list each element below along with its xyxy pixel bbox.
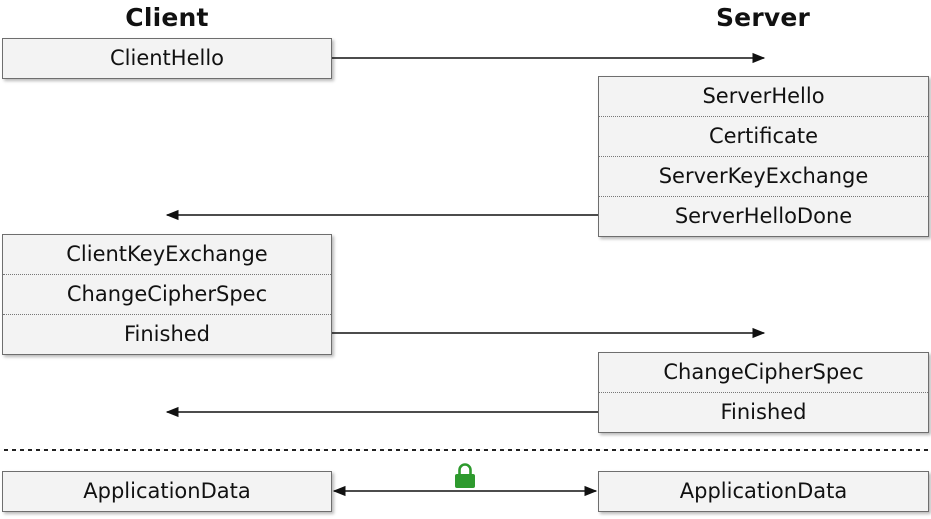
server-finish-group: ChangeCipherSpec Finished — [598, 352, 929, 433]
client-key-exchange-group: ClientKeyExchange ChangeCipherSpec Finis… — [2, 234, 332, 355]
client-hello-message: ClientHello — [109, 46, 225, 70]
server-finished-message: Finished — [599, 392, 928, 432]
lock-icon — [455, 463, 475, 488]
client-application-data-box: ApplicationData — [2, 471, 332, 512]
client-change-cipher-spec-message: ChangeCipherSpec — [3, 274, 331, 314]
server-key-exchange-message: ServerKeyExchange — [599, 156, 928, 196]
server-application-data-message: ApplicationData — [679, 479, 848, 503]
certificate-message: Certificate — [599, 116, 928, 156]
server-hello-group: ServerHello Certificate ServerKeyExchang… — [598, 76, 929, 237]
client-heading: Client — [125, 3, 209, 32]
server-heading: Server — [715, 3, 811, 32]
server-application-data-box: ApplicationData — [598, 471, 929, 512]
server-hello-message: ServerHello — [702, 84, 825, 108]
client-hello-group: ClientHello — [2, 38, 332, 79]
client-finished-message: Finished — [3, 314, 331, 354]
client-application-data-message: ApplicationData — [83, 479, 251, 503]
client-key-exchange-message: ClientKeyExchange — [66, 242, 268, 266]
server-change-cipher-spec-message: ChangeCipherSpec — [663, 360, 864, 384]
server-hello-done-message: ServerHelloDone — [599, 196, 928, 236]
